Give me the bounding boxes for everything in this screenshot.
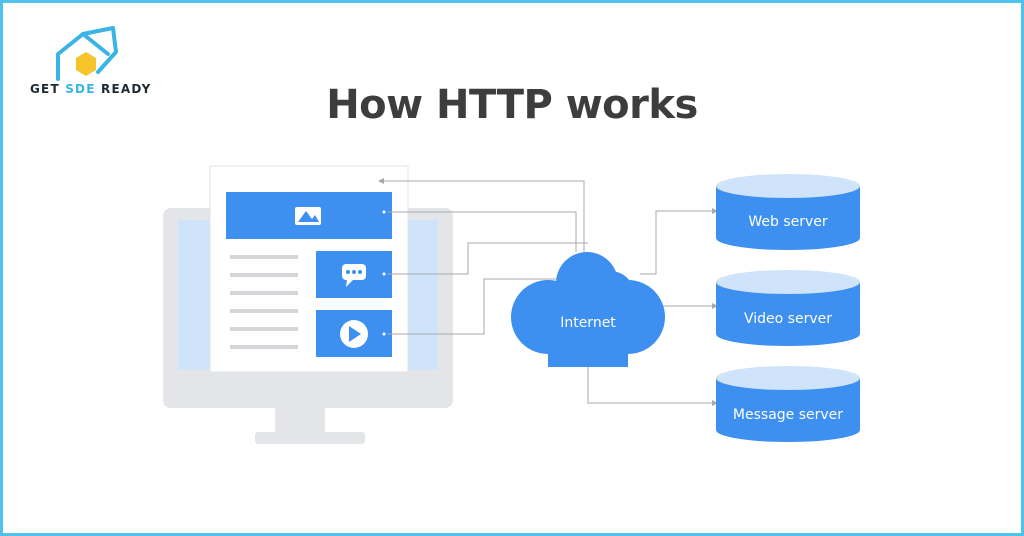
play-icon xyxy=(340,320,368,348)
web-server-label: Web server xyxy=(748,214,828,230)
brand-logo xyxy=(56,26,118,81)
server-web xyxy=(716,174,860,250)
video-server-label: Video server xyxy=(744,311,832,327)
brand-name: GET SDE READY xyxy=(30,82,152,96)
connector-dot xyxy=(381,271,387,277)
connection-lines xyxy=(384,180,714,404)
internet-label: Internet xyxy=(560,315,616,331)
chat-icon xyxy=(342,264,366,287)
arrowheads xyxy=(378,178,718,406)
connector-dot xyxy=(381,331,387,337)
image-icon xyxy=(295,207,321,225)
connector-dot xyxy=(381,209,387,215)
internet-cloud xyxy=(511,252,665,367)
text-lines xyxy=(230,255,298,349)
message-server-label: Message server xyxy=(732,407,844,423)
page-title: How HTTP works xyxy=(326,82,698,128)
hexagon-icon xyxy=(76,52,96,76)
web-page xyxy=(209,165,409,373)
server-video xyxy=(716,270,860,346)
server-message xyxy=(716,366,860,442)
